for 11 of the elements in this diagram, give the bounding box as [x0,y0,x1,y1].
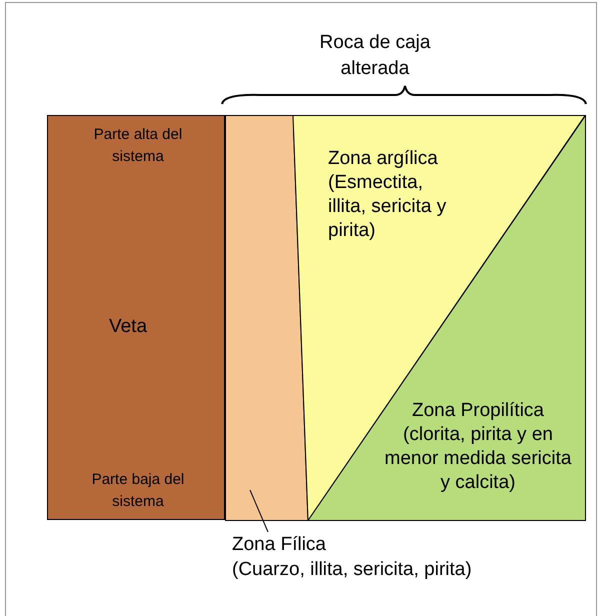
zone-label: Veta [108,315,148,339]
zone-label: Zona Propilítica [410,399,545,423]
zone-label: Parte alta del sistema [92,125,184,167]
vein-block [47,115,225,520]
zone-label: (Cuarzo, illita, sericita, pirita) [232,558,473,582]
zone-label: Roca de caja alterada [318,31,432,81]
zone-label: Zona Fílica [232,533,327,557]
zone-label: Parte baja del sistema [90,470,186,512]
zone-label: Zona argílica [328,147,439,171]
zone-label: (Esmectita, illita, sericita y pirita) [328,171,448,243]
zone-label: (clorita, pirita y en menor medida sericita y calcita) [384,423,572,495]
